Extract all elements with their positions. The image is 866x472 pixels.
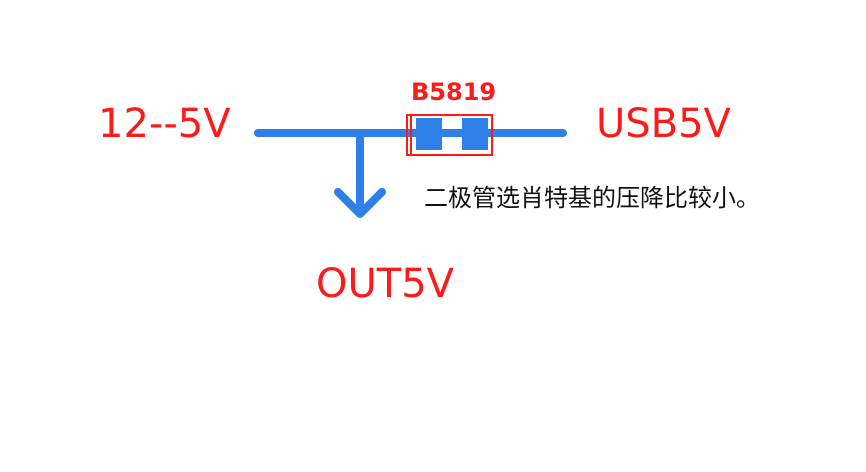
diode-note: 二极管选肖特基的压降比较小。 <box>424 184 760 212</box>
diode-outline <box>406 114 493 156</box>
down-arrow-icon <box>334 188 386 218</box>
diode-symbol <box>406 114 493 156</box>
diode-part-label: B5819 <box>411 78 497 106</box>
usb-voltage-label: USB5V <box>596 101 731 147</box>
input-voltage-label: 12--5V <box>98 101 231 147</box>
diode-pad-right <box>462 118 488 150</box>
output-voltage-label: OUT5V <box>316 261 455 307</box>
diode-pad-left <box>416 118 442 150</box>
